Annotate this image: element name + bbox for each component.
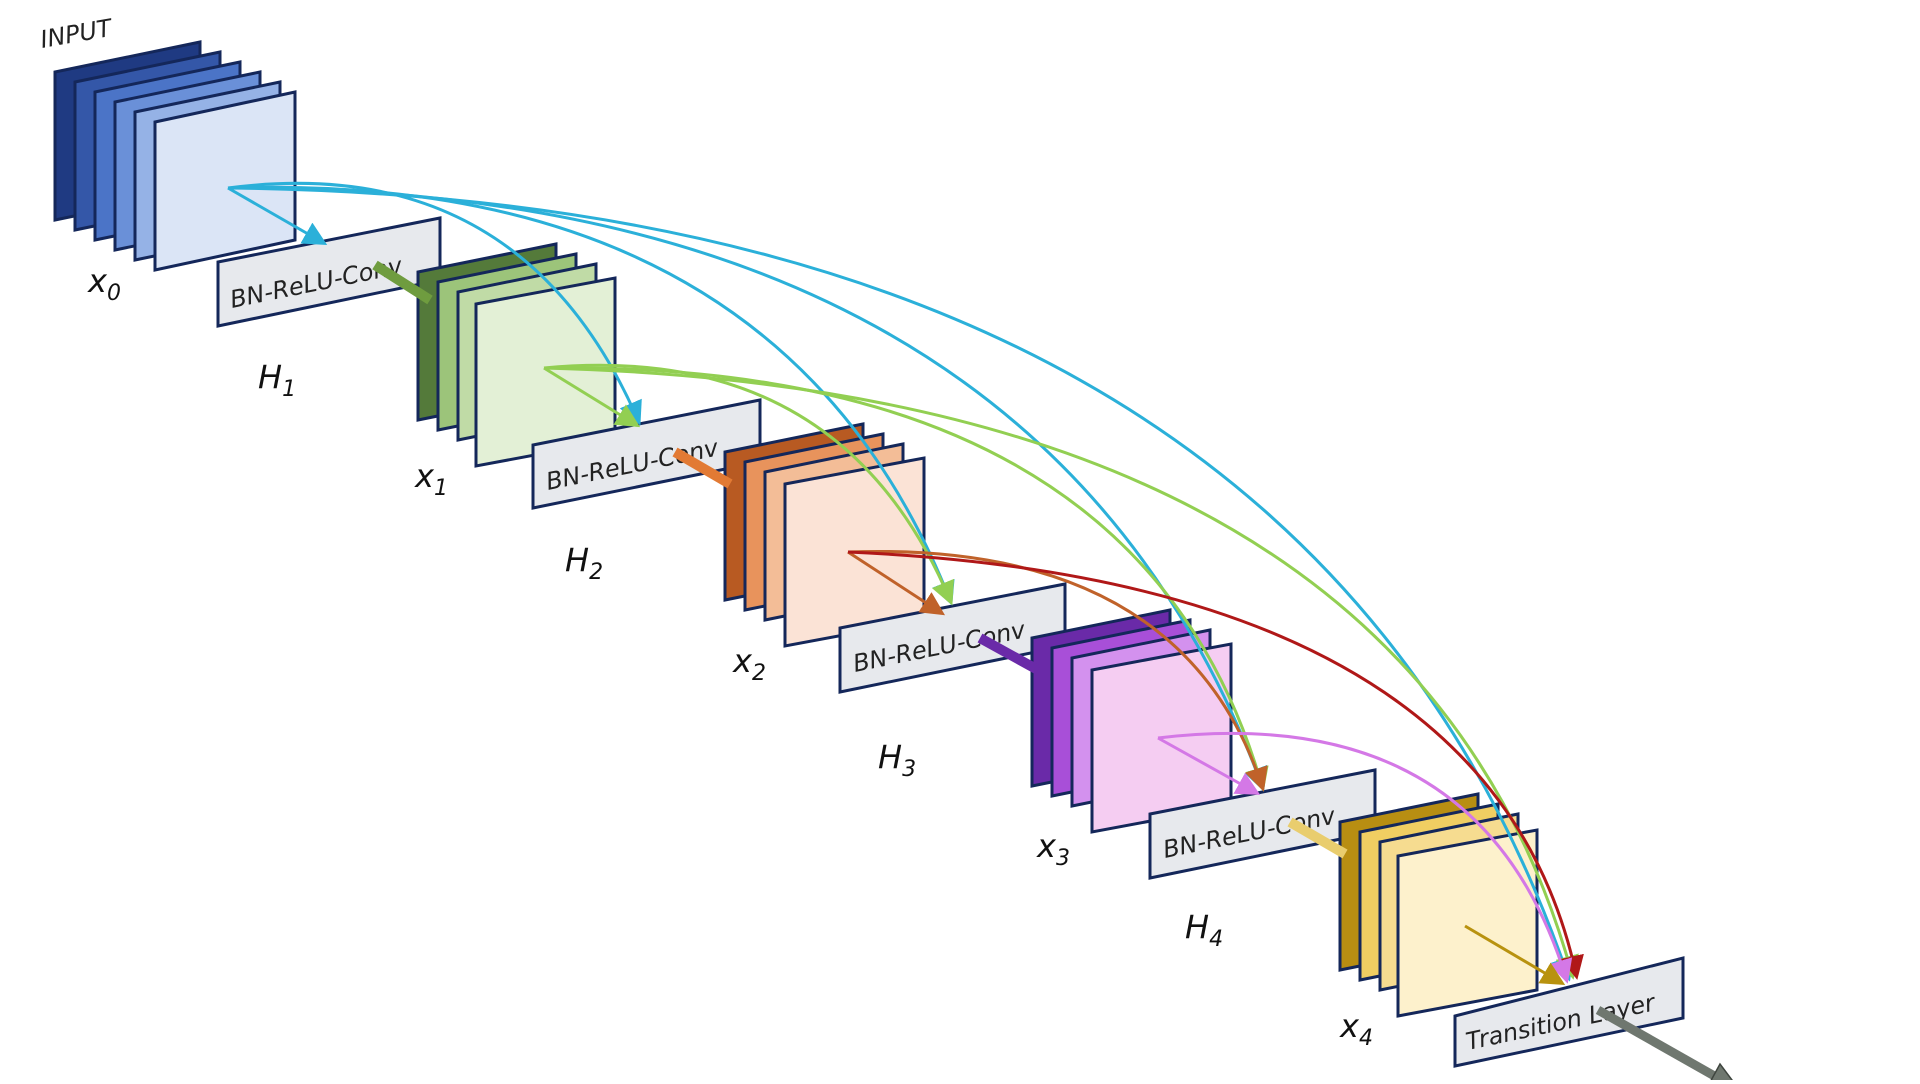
- block-label-h1: H1: [258, 358, 296, 402]
- feed-arrow-x3: [1287, 817, 1348, 859]
- connection-arrow: [847, 550, 946, 616]
- feature-map: [1396, 828, 1539, 1018]
- connection-arrow: [1464, 924, 1566, 986]
- feature-stack-x3: [1030, 608, 1233, 834]
- feature-stack-x0: [53, 40, 297, 272]
- connection-arrow: [1157, 731, 1573, 984]
- connections-from-x0: [227, 181, 1574, 982]
- block-label-h2: H2: [565, 541, 603, 585]
- feature-stack-x2: [723, 422, 926, 648]
- layer-label-x4: x4: [1339, 1007, 1373, 1051]
- connection-arrow: [543, 366, 1269, 792]
- connections-from-x3: [1157, 731, 1573, 984]
- input-title: INPUT: [38, 13, 116, 53]
- block-label-h3: H3: [878, 738, 916, 782]
- feed-arrow-x1: [672, 447, 733, 489]
- feature-map: [153, 90, 297, 272]
- connection-arrow: [227, 181, 642, 426]
- connection-arrow: [543, 363, 955, 606]
- connection-arrow: [227, 186, 328, 245]
- feed-arrow-x0: [372, 260, 433, 305]
- connection-arrow: [847, 550, 1584, 980]
- layer-label-x0: x0: [87, 262, 121, 306]
- block-label-h4: H4: [1185, 908, 1223, 952]
- feed-arrow-x2: [977, 633, 1041, 675]
- connection-arrow: [1157, 736, 1261, 795]
- feature-stack-x1: [416, 242, 617, 468]
- layer-label-x2: x2: [732, 642, 766, 686]
- connections-from-x2: [847, 549, 1584, 980]
- feature-stack-x4: [1338, 792, 1539, 1018]
- connections-from-x4: [1464, 924, 1566, 986]
- output-arrow: [1595, 1006, 1736, 1084]
- layer-label-x3: x3: [1036, 827, 1070, 871]
- layer-label-x1: x1: [414, 457, 448, 501]
- connection-arrow: [847, 549, 1268, 792]
- connection-arrow: [543, 366, 641, 428]
- connection-arrow: [227, 186, 1574, 982]
